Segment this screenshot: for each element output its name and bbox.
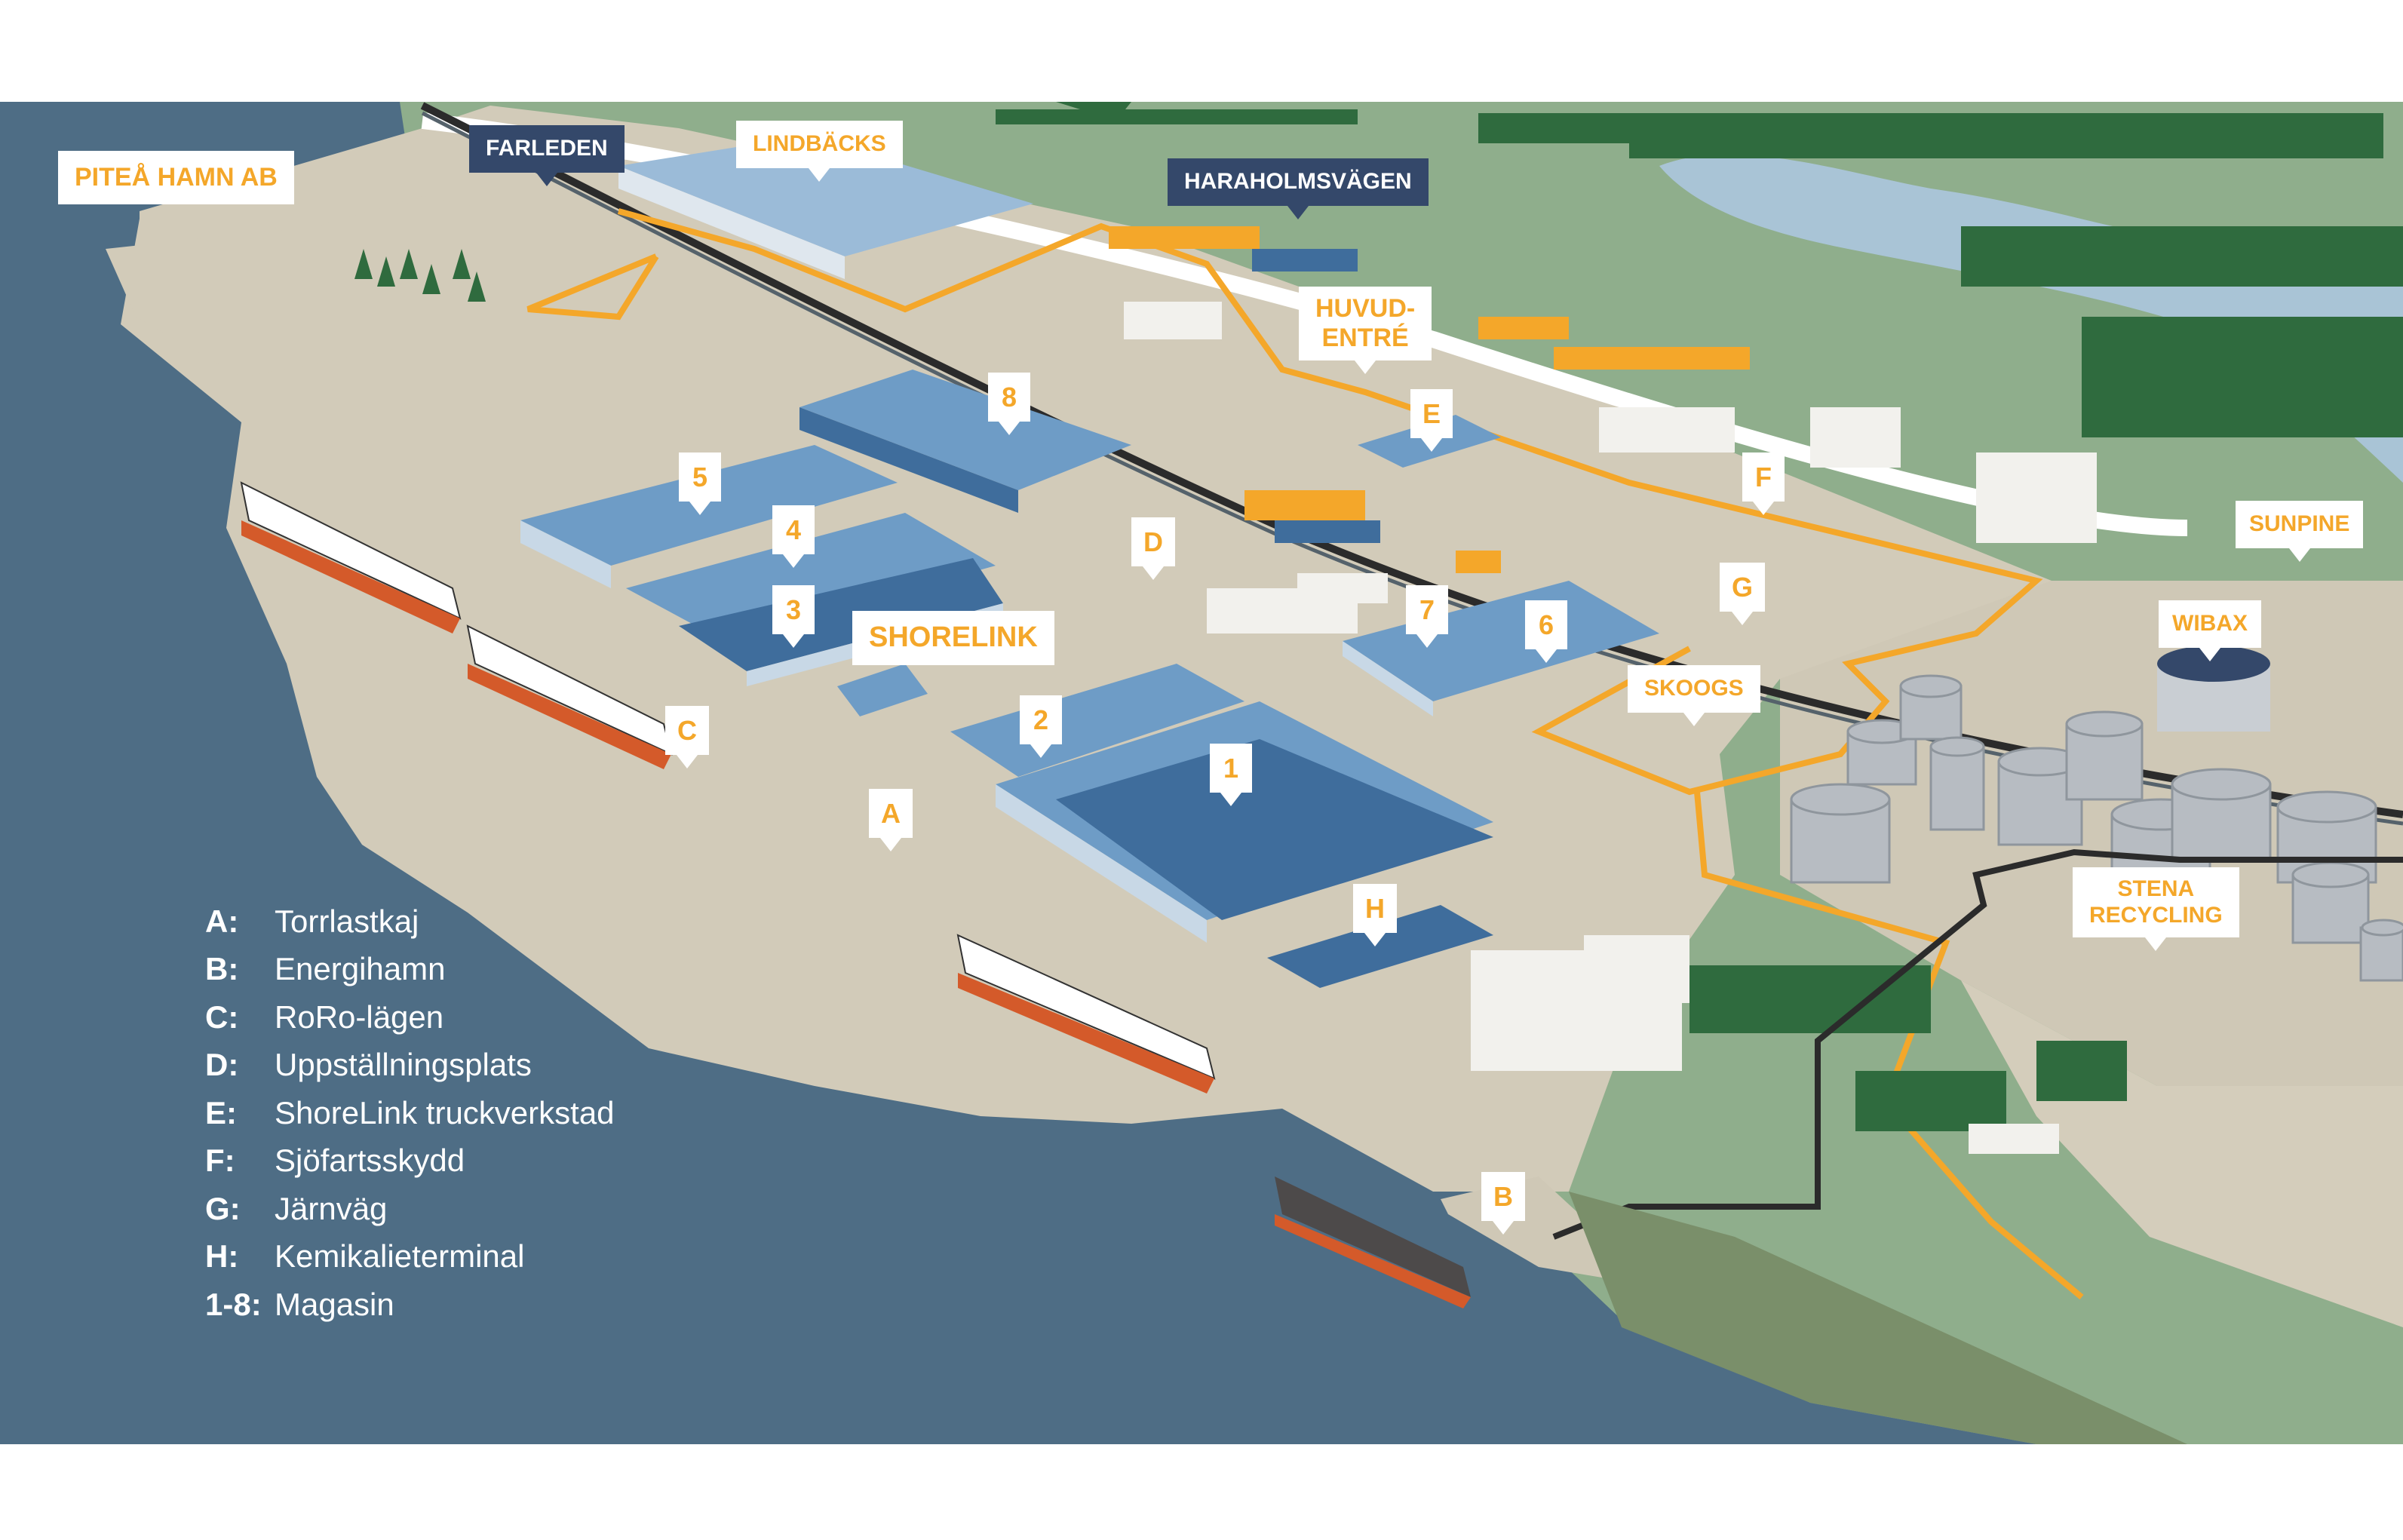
label-lindbacks: LINDBÄCKS: [736, 121, 903, 181]
legend-row: H: Kemikalieterminal: [205, 1233, 615, 1281]
white-containers: [1124, 302, 2097, 1154]
label-farleden: FARLEDEN: [469, 125, 625, 186]
trees-left: [354, 249, 486, 302]
legend-label: Sjöfartsskydd: [275, 1143, 465, 1179]
label-stena-recycling: STENA RECYCLING: [2073, 867, 2239, 951]
legend: A:Torrlastkaj B:Energihamn C:RoRo-lägen …: [205, 897, 615, 1329]
warehouse-7-6: [1343, 581, 1659, 701]
legend-label: Energihamn: [275, 951, 446, 987]
wibax-tank: [2157, 646, 2270, 732]
marker-E: E: [1410, 389, 1453, 452]
marker-3: 3: [772, 585, 815, 649]
marker-7: 7: [1406, 585, 1448, 649]
marker-G: G: [1720, 563, 1766, 626]
legend-key: H:: [205, 1238, 239, 1275]
warehouse-2: [950, 664, 1244, 777]
label-huvudentre: HUVUD- ENTRÉ: [1299, 287, 1432, 375]
legend-row: B: Energihamn: [205, 946, 615, 994]
legend-key: C:: [205, 999, 239, 1035]
label-shorelink: SHORELINK: [852, 611, 1054, 665]
warehouse-3: [679, 558, 1003, 671]
marker-B: B: [1481, 1172, 1525, 1235]
shore-south: [1569, 1192, 2187, 1444]
forest-north: [996, 102, 2403, 1131]
marker-4: 4: [772, 505, 815, 569]
marker-5: 5: [679, 452, 721, 516]
containers: [1109, 226, 1750, 573]
legend-label: Magasin: [275, 1286, 394, 1322]
warehouse-lindbacks: [618, 136, 1033, 256]
warehouse-8: [799, 370, 1131, 490]
legend-key: B:: [205, 951, 239, 987]
legend-key: D:: [205, 1047, 239, 1083]
marker-D: D: [1131, 517, 1175, 581]
security-boundary: [617, 208, 2043, 796]
legend-label: ShoreLink truckverkstad: [275, 1094, 615, 1130]
security-boundary-2: [526, 253, 659, 321]
marker-2: 2: [1020, 695, 1062, 759]
legend-row: 1-8: Magasin: [205, 1281, 615, 1329]
legend-row: D: Uppställningsplats: [205, 1041, 615, 1090]
warehouse-4: [626, 513, 996, 641]
legend-label: RoRo-lägen: [275, 999, 444, 1035]
label-haraholmsvagen: HARAHOLMSVÄGEN: [1168, 158, 1429, 219]
legend-row: F: Sjöfartsskydd: [205, 1137, 615, 1186]
label-pitea-hamn: PITEÅ HAMN AB: [58, 151, 294, 205]
marker-1: 1: [1210, 744, 1252, 807]
lake: [1659, 154, 2403, 483]
legend-key: 1-8:: [205, 1286, 262, 1322]
legend-key: E:: [205, 1094, 237, 1130]
port-area: [121, 106, 2052, 1192]
pipeline: [1552, 848, 2403, 1240]
marker-C: C: [665, 706, 709, 769]
legend-key: A:: [205, 903, 239, 939]
legend-row: G: Järnväg: [205, 1185, 615, 1233]
legend-label: Järnväg: [275, 1190, 388, 1226]
ships: [240, 481, 1471, 1308]
legend-label: Kemikalieterminal: [275, 1238, 525, 1275]
harbor-office-land: [106, 196, 573, 377]
marker-F: F: [1742, 452, 1785, 516]
marker-H: H: [1353, 884, 1397, 947]
legend-label: Torrlastkaj: [275, 903, 419, 939]
legend-key: F:: [205, 1143, 235, 1179]
marker-8: 8: [988, 373, 1030, 436]
label-sunpine: SUNPINE: [2236, 501, 2364, 561]
marker-6: 6: [1525, 600, 1567, 664]
legend-row: C: RoRo-lägen: [205, 993, 615, 1041]
shorelink-building: [837, 664, 928, 716]
legend-row: E: ShoreLink truckverkstad: [205, 1089, 615, 1137]
legend-label: Uppställningsplats: [275, 1047, 532, 1083]
ship-4: [1275, 1176, 1471, 1297]
label-wibax: WIBAX: [2159, 600, 2261, 661]
marker-A: A: [869, 789, 913, 852]
legend-key: G:: [205, 1190, 241, 1226]
legend-row: A: Torrlastkaj: [205, 897, 615, 946]
label-skoogs: SKOOGS: [1628, 665, 1760, 726]
